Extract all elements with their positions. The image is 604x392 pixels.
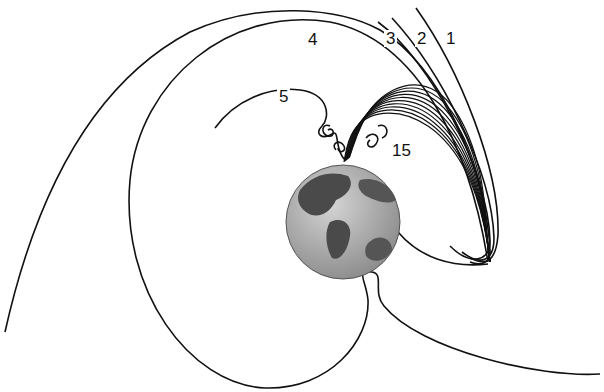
callout-number: 15 xyxy=(390,142,413,159)
callout-number: 5 xyxy=(277,88,290,105)
callout-number: 4 xyxy=(306,31,319,48)
earth xyxy=(286,165,400,279)
land xyxy=(298,174,351,216)
land xyxy=(326,220,350,259)
land xyxy=(358,179,396,202)
trajectory xyxy=(5,11,490,332)
trajectory xyxy=(398,232,488,265)
trajectories xyxy=(5,8,600,388)
earth-globe xyxy=(286,165,400,279)
callout-number: 2 xyxy=(415,30,428,47)
trajectory-curl xyxy=(366,125,387,147)
callout-number: 1 xyxy=(444,30,457,47)
trajectory-curl xyxy=(323,125,345,151)
callout-number: 3 xyxy=(384,30,397,47)
land xyxy=(365,238,392,261)
trajectory xyxy=(129,20,600,388)
